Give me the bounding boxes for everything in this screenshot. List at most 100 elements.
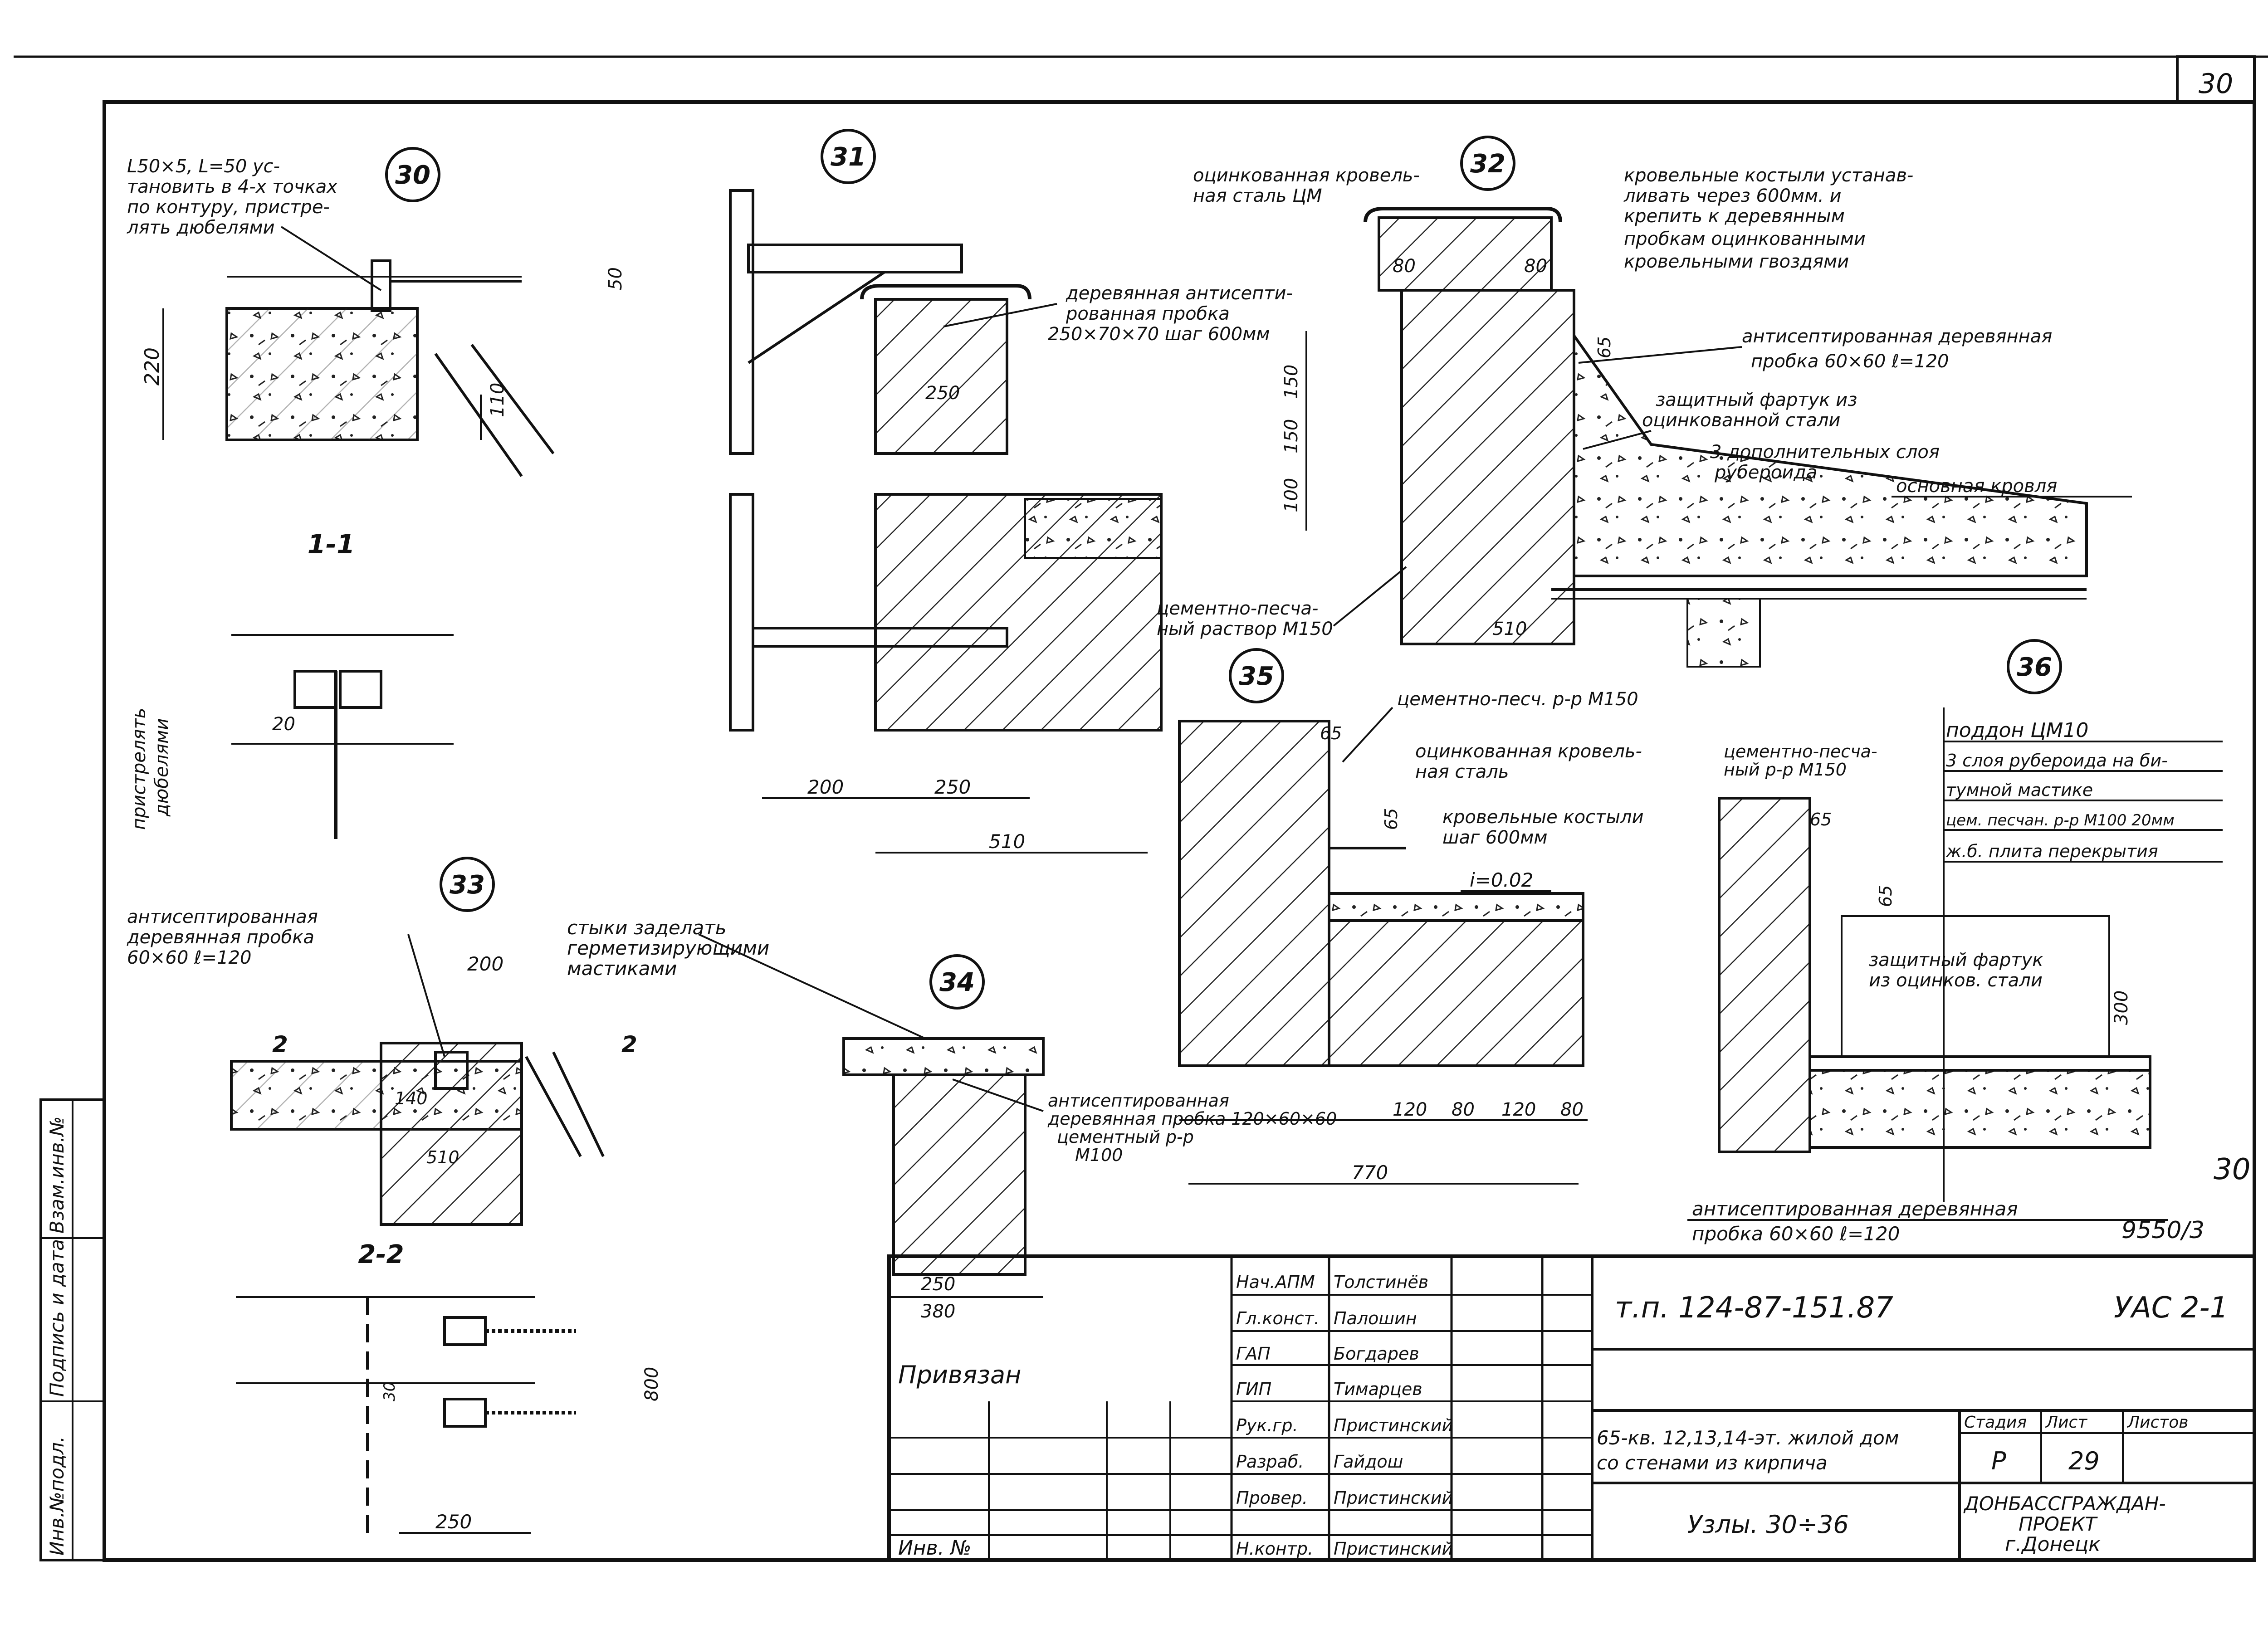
node32-main-roof: основная кровля: [1896, 476, 2057, 497]
node33-note-3: 60×60 ℓ=120: [127, 947, 251, 968]
node31-dim-50: 50: [605, 267, 626, 290]
signer-name: Палошин: [1334, 1308, 1417, 1328]
node30-note-4: лять дюбелями: [127, 217, 275, 238]
node31-note-2: рованная пробка: [1066, 303, 1230, 324]
node35-dim-120b: 120: [1501, 1099, 1536, 1120]
bound-label: Привязан: [898, 1361, 1021, 1389]
node32-dim-80b: 80: [1524, 256, 1547, 277]
node35-steel-2: ная сталь: [1415, 761, 1509, 782]
node34-mortar-1: цементный р-р: [1057, 1127, 1194, 1147]
node33-dim-250: 250: [435, 1511, 472, 1533]
node34-dim-380: 380: [921, 1301, 955, 1322]
node36-plug-2: пробка 60×60 ℓ=120: [1692, 1223, 1900, 1245]
node-badge-33: [440, 857, 495, 912]
node32-layers-2: рубероида: [1714, 462, 1817, 483]
inventory-label: Инв. №: [898, 1536, 971, 1560]
node32-roof-steel-2: ная сталь ЦМ: [1193, 185, 1322, 206]
strip-label-signature: Подпись и дата: [46, 1239, 68, 1397]
node32-roof-steel-1: оцинкованная кровель-: [1193, 165, 1420, 186]
node33-note-1: антисептированная: [127, 907, 318, 927]
node34-plug-2: деревянная пробка 120×60×60: [1047, 1109, 1337, 1129]
node-35: 35 цементно-песч. р-р М150 оцинкованная …: [1178, 648, 1643, 1185]
node32-dim-150b: 150: [1281, 419, 1302, 454]
node31-dim-200: 200: [807, 776, 844, 798]
node-number-32: 32: [1470, 149, 1505, 179]
node35-dim-65b: 65: [1381, 808, 1401, 830]
node30-note-2: тановить в 4-х точках: [127, 176, 337, 197]
node36-legend-3: тумной мастике: [1946, 780, 2093, 800]
node34-joints-3: мастиками: [567, 957, 677, 980]
node-badge-35: [1229, 648, 1284, 703]
object-name-1: 65-кв. 12,13,14-эт. жилой дом: [1597, 1427, 1899, 1449]
node-number-30: 30: [395, 161, 430, 190]
node35-dim-80a: 80: [1452, 1099, 1475, 1120]
node36-legend-1: поддон ЦМ10: [1946, 719, 2088, 742]
node36-dim-65b: 65: [1876, 885, 1896, 907]
node36-plug-1: антисептированная деревянная: [1692, 1198, 2018, 1220]
node-badge-36: [2007, 639, 2062, 694]
node36-apron-1: защитный фартук: [1869, 950, 2043, 971]
signer-name: Пристинский: [1334, 1539, 1453, 1559]
object-name-2: со стенами из кирпича: [1597, 1452, 1828, 1474]
strip-label-replace: Взам.инв.№: [46, 1117, 68, 1234]
signer-name: Тимарцев: [1334, 1379, 1422, 1399]
node30-section-label: 1-1: [308, 529, 355, 560]
node32-dim-150a: 150: [1281, 365, 1302, 399]
node-number-34: 34: [939, 968, 975, 997]
node32-dim-65: 65: [1594, 337, 1614, 358]
node33-dim-30: 30: [381, 1382, 399, 1401]
node-31: 31 деревянная антисепти- рованная пробка…: [605, 129, 1293, 854]
node34-plug-1: антисептированная: [1048, 1091, 1229, 1111]
node30-side-note-2: дюбелями: [152, 718, 172, 817]
node35-steel-1: оцинкованная кровель-: [1415, 741, 1642, 762]
node35-crutch-1: кровельные костыли: [1442, 807, 1643, 828]
node32-mortar-2: ный раствор М150: [1157, 619, 1333, 639]
node-30: 30 L50×5, L=50 ус- тановить в 4-х точках…: [127, 147, 555, 839]
node30-note-3: по контуру, пристре-: [127, 197, 330, 218]
node34-joints-2: герметизирующими: [567, 937, 769, 959]
node32-dim-510: 510: [1492, 619, 1527, 639]
node31-note-1: деревянная антисепти-: [1066, 283, 1293, 304]
node34-mortar-2: М100: [1075, 1145, 1123, 1165]
node32-crutch-2: ливать через 600мм. и: [1623, 185, 1842, 206]
node30-dim-20: 20: [272, 714, 295, 735]
node-34: 34 стыки заделать герметизирующими масти…: [567, 917, 1337, 1322]
stage-value: Р: [1991, 1447, 2006, 1475]
signer-name: Богдарев: [1334, 1344, 1419, 1364]
col-stage: Стадия: [1964, 1413, 2027, 1432]
corner-sheet-number: 30: [2199, 68, 2233, 100]
node-number-36: 36: [2017, 653, 2052, 682]
node35-mortar: цементно-песч. р-р М150: [1397, 689, 1638, 710]
col-sheet: Лист: [2045, 1413, 2087, 1432]
archive-code: 9550/3: [2121, 1217, 2204, 1244]
node-number-31: 31: [831, 142, 866, 172]
node36-apron-2: из оцинков. стали: [1869, 970, 2043, 991]
node-badge-34: [929, 954, 985, 1010]
node-36: 36 поддон ЦМ10 3 слоя рубероида на би- т…: [1687, 639, 2223, 1245]
node32-dim-100: 100: [1281, 478, 1302, 512]
col-sheets: Листов: [2126, 1413, 2188, 1432]
node32-apron-2: оцинкованной стали: [1642, 410, 1840, 431]
node32-mortar-1: цементно-песча-: [1157, 598, 1318, 619]
organization-2: ПРОЕКТ: [2019, 1513, 2098, 1535]
left-strip: [39, 1098, 106, 1561]
node34-dim-250: 250: [921, 1274, 955, 1295]
node31-dim-250: 250: [934, 776, 971, 798]
node33-mark-left: 2: [272, 1031, 288, 1058]
side-sheet-number: 30: [2214, 1153, 2250, 1186]
node31-dim-510: 510: [989, 830, 1025, 853]
signer-role: Н.контр.: [1236, 1539, 1313, 1559]
node32-layers-1: 3 дополнительных слоя: [1710, 442, 1940, 463]
signers-table: Нач.АПМ Толстинёв Гл.конст. Палошин ГАП …: [1236, 1272, 1453, 1559]
organization-1: ДОНБАССГРАЖДАН-: [1963, 1493, 2166, 1515]
node33-dim-510: 510: [426, 1147, 459, 1167]
project-code: т.п. 124-87-151.87: [1615, 1291, 1893, 1325]
node30-dim-110: 110: [487, 383, 508, 417]
node32-plug-2: пробка 60×60 ℓ=120: [1751, 351, 1949, 372]
node-number-33: 33: [450, 870, 485, 900]
sheet-frame: [14, 55, 2268, 1562]
signer-role: Гл.конст.: [1236, 1308, 1320, 1328]
node30-side-note-1: пристрелять: [129, 708, 150, 830]
node33-dim-800: 800: [641, 1367, 662, 1401]
node36-dim-65a: 65: [1810, 810, 1832, 829]
